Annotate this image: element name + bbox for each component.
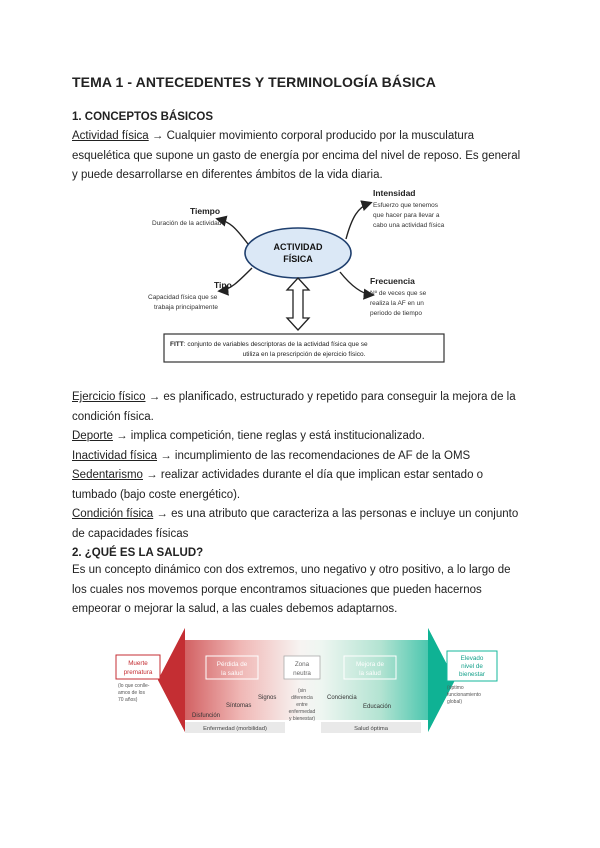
salud-text-line1: Es un concepto dinámico con dos extremos… — [72, 564, 511, 576]
def-sedentarismo-cont: tumbado (bajo coste energético). — [72, 488, 241, 501]
enfermedad-bar — [185, 722, 285, 733]
mejora-l1: Mejora de — [356, 661, 384, 668]
frecuencia-desc-l2: realiza la AF en un — [370, 300, 424, 307]
tiempo-desc: Duración de la actividad — [152, 220, 222, 227]
label-disfuncion: Disfunción — [192, 713, 220, 719]
intro-text-line1: → Cualquier movimiento corporal producid… — [148, 130, 475, 142]
mejora-l2: la salud — [359, 670, 381, 677]
double-arrow — [285, 277, 311, 331]
label-educacion: Educación — [363, 704, 391, 710]
term-sedentarismo: Sedentarismo — [72, 469, 143, 481]
elevado-l2: nivel de — [461, 663, 483, 670]
term-condicion-fisica: Condición física — [72, 508, 154, 520]
muerte-note-l3: 70 años) — [118, 697, 138, 703]
def-ejercicio-fisico-cont: condición física. — [72, 410, 154, 423]
term-actividad-fisica: Actividad física — [72, 130, 149, 142]
muerte-l2: prematura — [124, 669, 153, 676]
intro-paragraph: Actividad física → Cualquier movimiento … — [72, 127, 532, 186]
enfermedad-bar-label: Enfermedad (morbilidad) — [203, 726, 267, 732]
def-condicion-fisica: → es una atributo que caracteriza a las … — [153, 508, 519, 520]
muerte-box — [115, 654, 161, 680]
tipo-desc-l1: Capacidad física que se — [148, 294, 218, 301]
def-inactividad-fisica: → incumplimiento de las recomendaciones … — [157, 449, 471, 462]
document-title: TEMA 1 - ANTECEDENTES Y TERMINOLOGÍA BÁS… — [72, 74, 436, 90]
sin-dif-l3: entre — [296, 702, 308, 708]
elevado-note-l2: funcionamiento — [447, 692, 481, 698]
muerte-note-l1: (lo que conlle- — [118, 683, 150, 689]
elevado-l3: bienestar — [459, 671, 485, 678]
perdida-l2: la salud — [221, 670, 243, 677]
elevado-l1: Elevado — [461, 655, 484, 662]
def-deporte: → implica competición, tiene reglas y es… — [112, 430, 425, 442]
sin-dif-l2: diferencia — [291, 695, 313, 701]
tipo-title: Tipo — [214, 280, 232, 290]
salud-bar-label: Salud óptima — [354, 726, 389, 732]
intro-text-line2: esquelética que supone un gasto de energ… — [72, 149, 521, 162]
fitt-line2: utiliza en la prescripción de ejercicio … — [243, 351, 366, 358]
salud-bar — [321, 722, 421, 733]
intensidad-desc-l3: cabo una actividad física — [373, 222, 445, 229]
center-label-line1: ACTIVIDAD — [274, 242, 323, 252]
frecuencia-desc-l1: Nº de veces que se — [370, 290, 427, 297]
elevado-note-l3: global) — [447, 699, 462, 705]
def-sedentarismo: → realizar actividades durante el día qu… — [142, 469, 484, 481]
salud-text-line2: los cuales nos movemos porque encontramo… — [72, 583, 482, 596]
def-condicion-fisica-cont: de capacidades físicas — [72, 527, 189, 540]
muerte-l1: Muerte — [128, 660, 148, 667]
arrow-frecuencia — [339, 271, 375, 300]
fitt-line1: FITT: conjunto de variables descriptoras… — [170, 341, 368, 348]
arrow-tiempo — [215, 215, 249, 245]
sin-dif-l5: y bienestar) — [289, 716, 315, 722]
label-sintomas: Síntomas — [226, 703, 251, 709]
elevado-box — [446, 650, 498, 682]
continuum-arrow — [158, 628, 455, 732]
actividad-fisica-ellipse — [244, 227, 352, 279]
term-ejercicio-fisico: Ejercicio físico — [72, 391, 146, 403]
definitions-list: Ejercicio físico → es planificado, estru… — [72, 388, 532, 544]
center-label-line2: FÍSICA — [283, 254, 313, 264]
muerte-note-l2: amos de los — [118, 690, 145, 696]
label-conciencia: Conciencia — [327, 695, 357, 701]
section-2-heading: 2. ¿QUÉ ES LA SALUD? — [72, 547, 204, 559]
salud-text-line3: empeorar o mejorar la salud, a las cuale… — [72, 603, 398, 615]
section-1-heading: 1. CONCEPTOS BÁSICOS — [72, 111, 214, 123]
term-deporte: Deporte — [72, 430, 113, 442]
intensidad-title: Intensidad — [373, 188, 416, 198]
tiempo-title: Tiempo — [190, 206, 220, 216]
label-signos: Signos — [258, 695, 276, 701]
fitt-diagram: ACTIVIDAD FÍSICA Tiempo Duración de la a… — [148, 188, 445, 363]
intensidad-desc-l2: que hacer para llevar a — [373, 212, 440, 219]
sin-dif-l4: enfermedad — [289, 709, 316, 715]
salud-paragraph: Es un concepto dinámico con dos extremos… — [72, 561, 532, 620]
mejora-box — [343, 655, 397, 680]
perdida-l1: Pérdida de — [217, 661, 248, 668]
zona-l2: neutra — [293, 670, 311, 677]
perdida-box — [205, 655, 259, 680]
arrow-tipo — [217, 267, 253, 296]
term-inactividad-fisica: Inactividad física — [72, 449, 158, 462]
intro-text-line3: y puede desarrollarse en diferentes ámbi… — [72, 169, 383, 181]
zona-box — [283, 655, 321, 680]
intensidad-desc-l1: Esfuerzo que tenemos — [373, 202, 439, 209]
health-continuum-figure: Muerte prematura (lo que conlle- amos de… — [115, 628, 498, 733]
arrow-intensidad — [345, 200, 373, 240]
sin-dif-l1: (sin — [298, 688, 306, 694]
tipo-desc-l2: trabaja principalmente — [154, 304, 218, 311]
frecuencia-title: Frecuencia — [370, 276, 415, 286]
zona-l1: Zona — [295, 661, 310, 668]
fitt-box — [163, 333, 445, 363]
elevado-note-l1: (óptimo — [447, 685, 464, 691]
frecuencia-desc-l3: periodo de tiempo — [370, 310, 422, 317]
def-ejercicio-fisico: → es planificado, estructurado y repetid… — [145, 391, 516, 403]
